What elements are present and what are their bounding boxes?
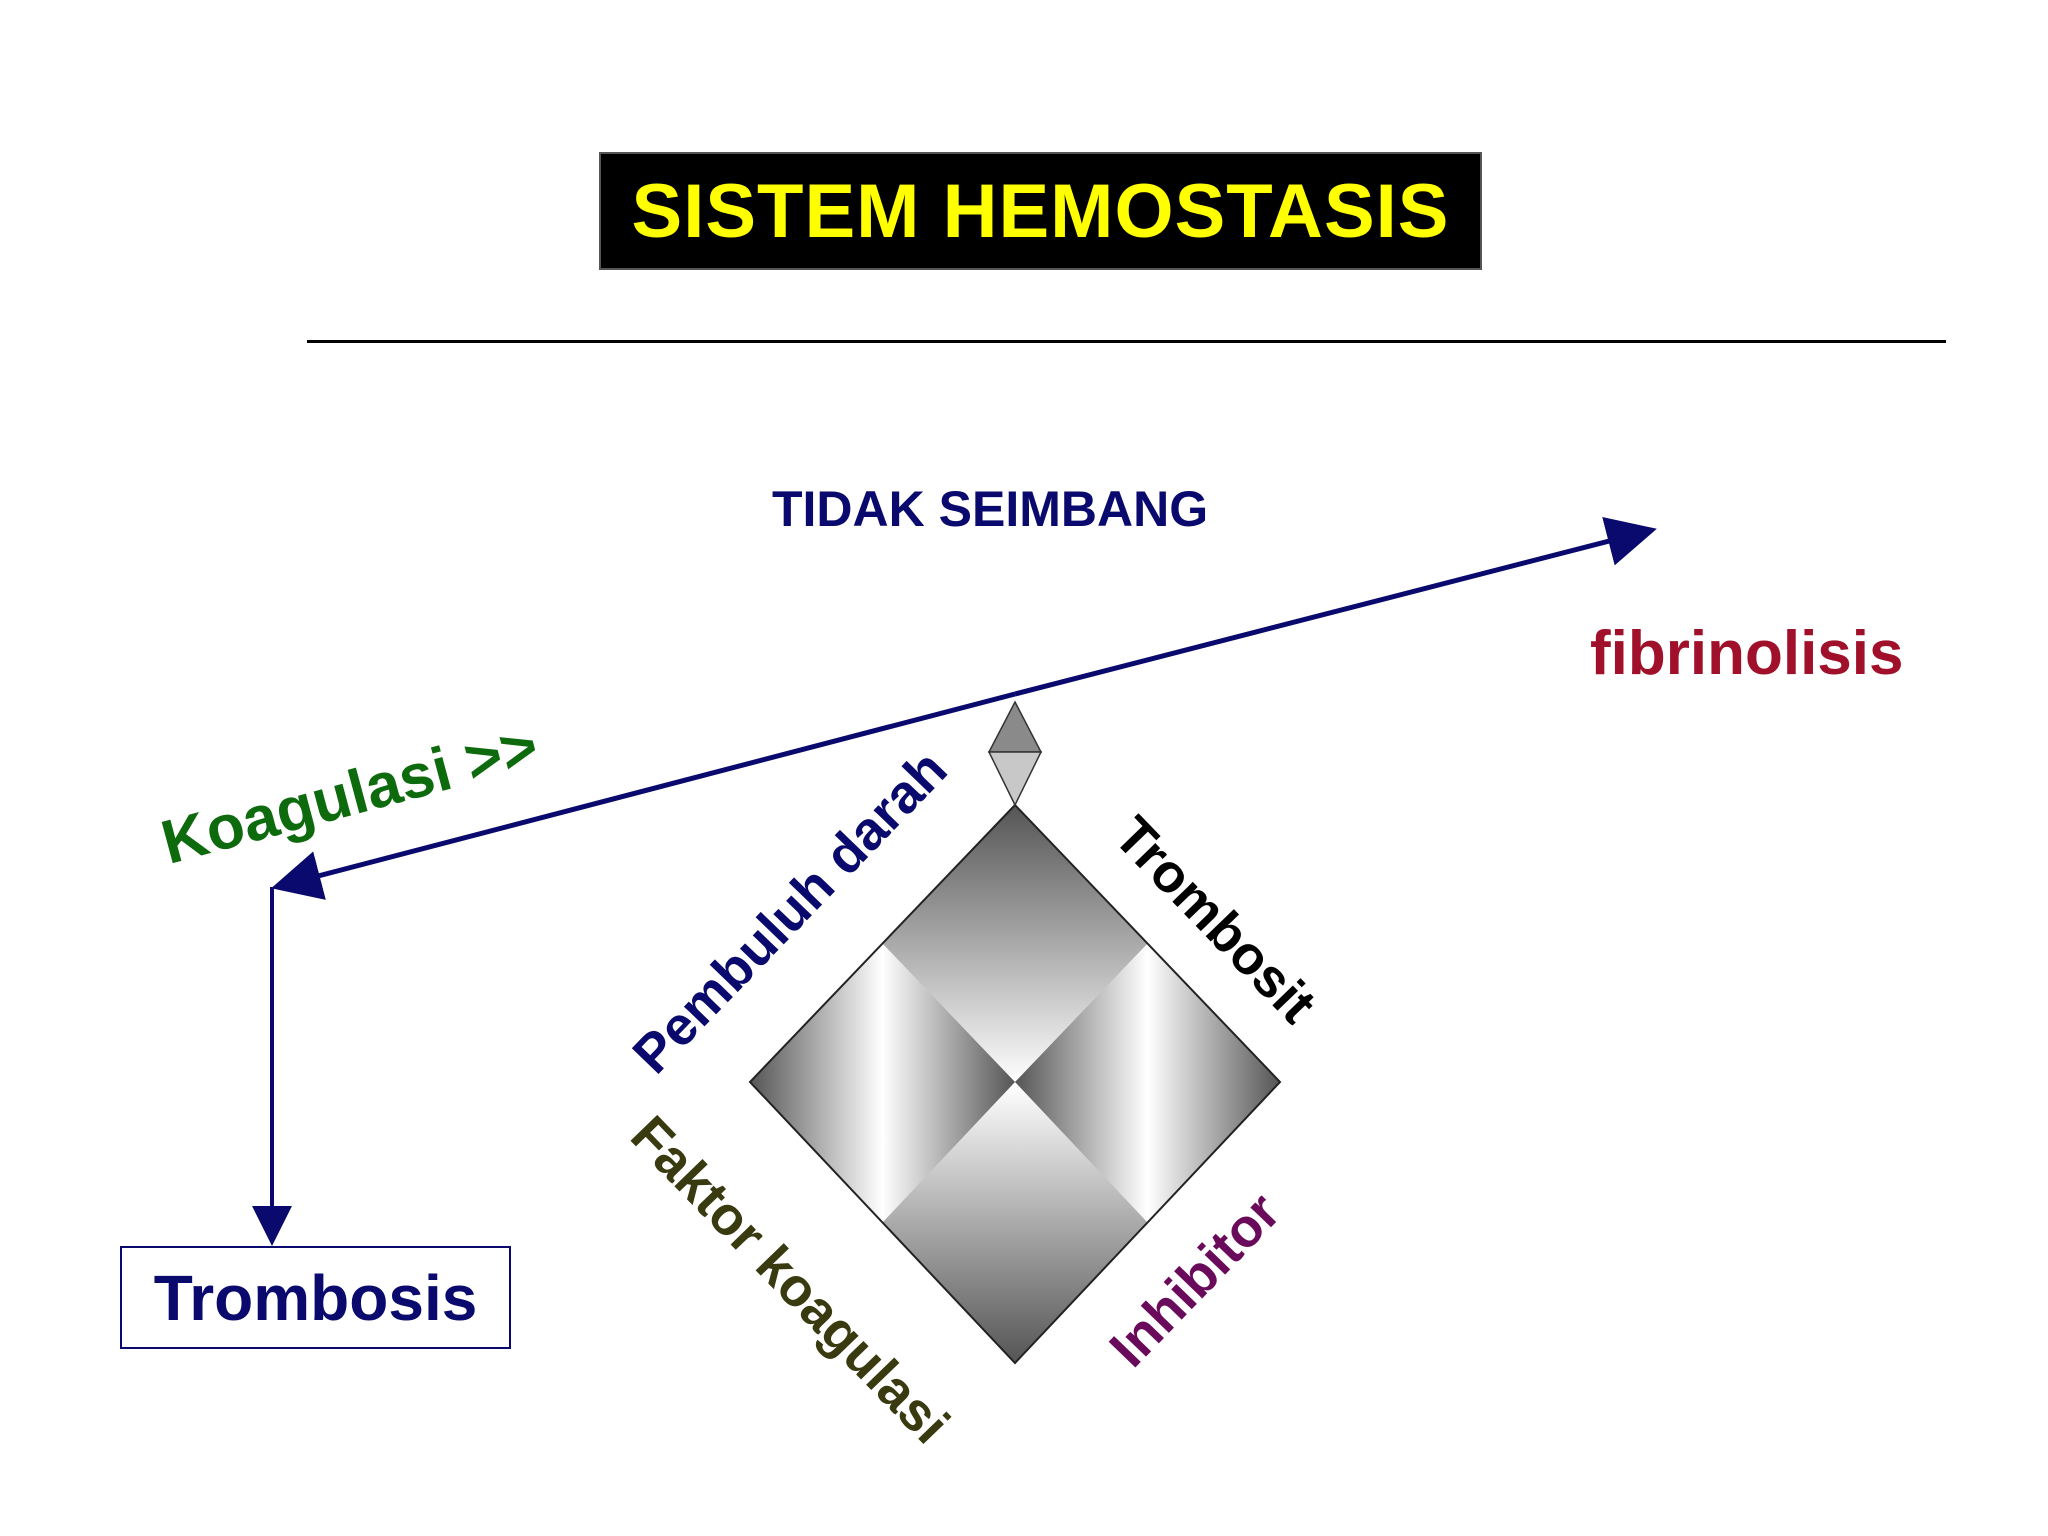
fulcrum-icon — [987, 700, 1043, 807]
title-box: SISTEM HEMOSTASIS — [599, 152, 1482, 270]
balance-state-label: TIDAK SEIMBANG — [772, 481, 1209, 537]
page-title: SISTEM HEMOSTASIS — [631, 168, 1450, 254]
title-divider — [307, 340, 1946, 343]
outcome-label: Trombosis — [153, 1261, 478, 1334]
outcome-box: Trombosis — [120, 1246, 511, 1349]
imbalance-lever — [271, 517, 1657, 900]
fibrinolysis-label: fibrinolisis — [1590, 619, 1904, 688]
